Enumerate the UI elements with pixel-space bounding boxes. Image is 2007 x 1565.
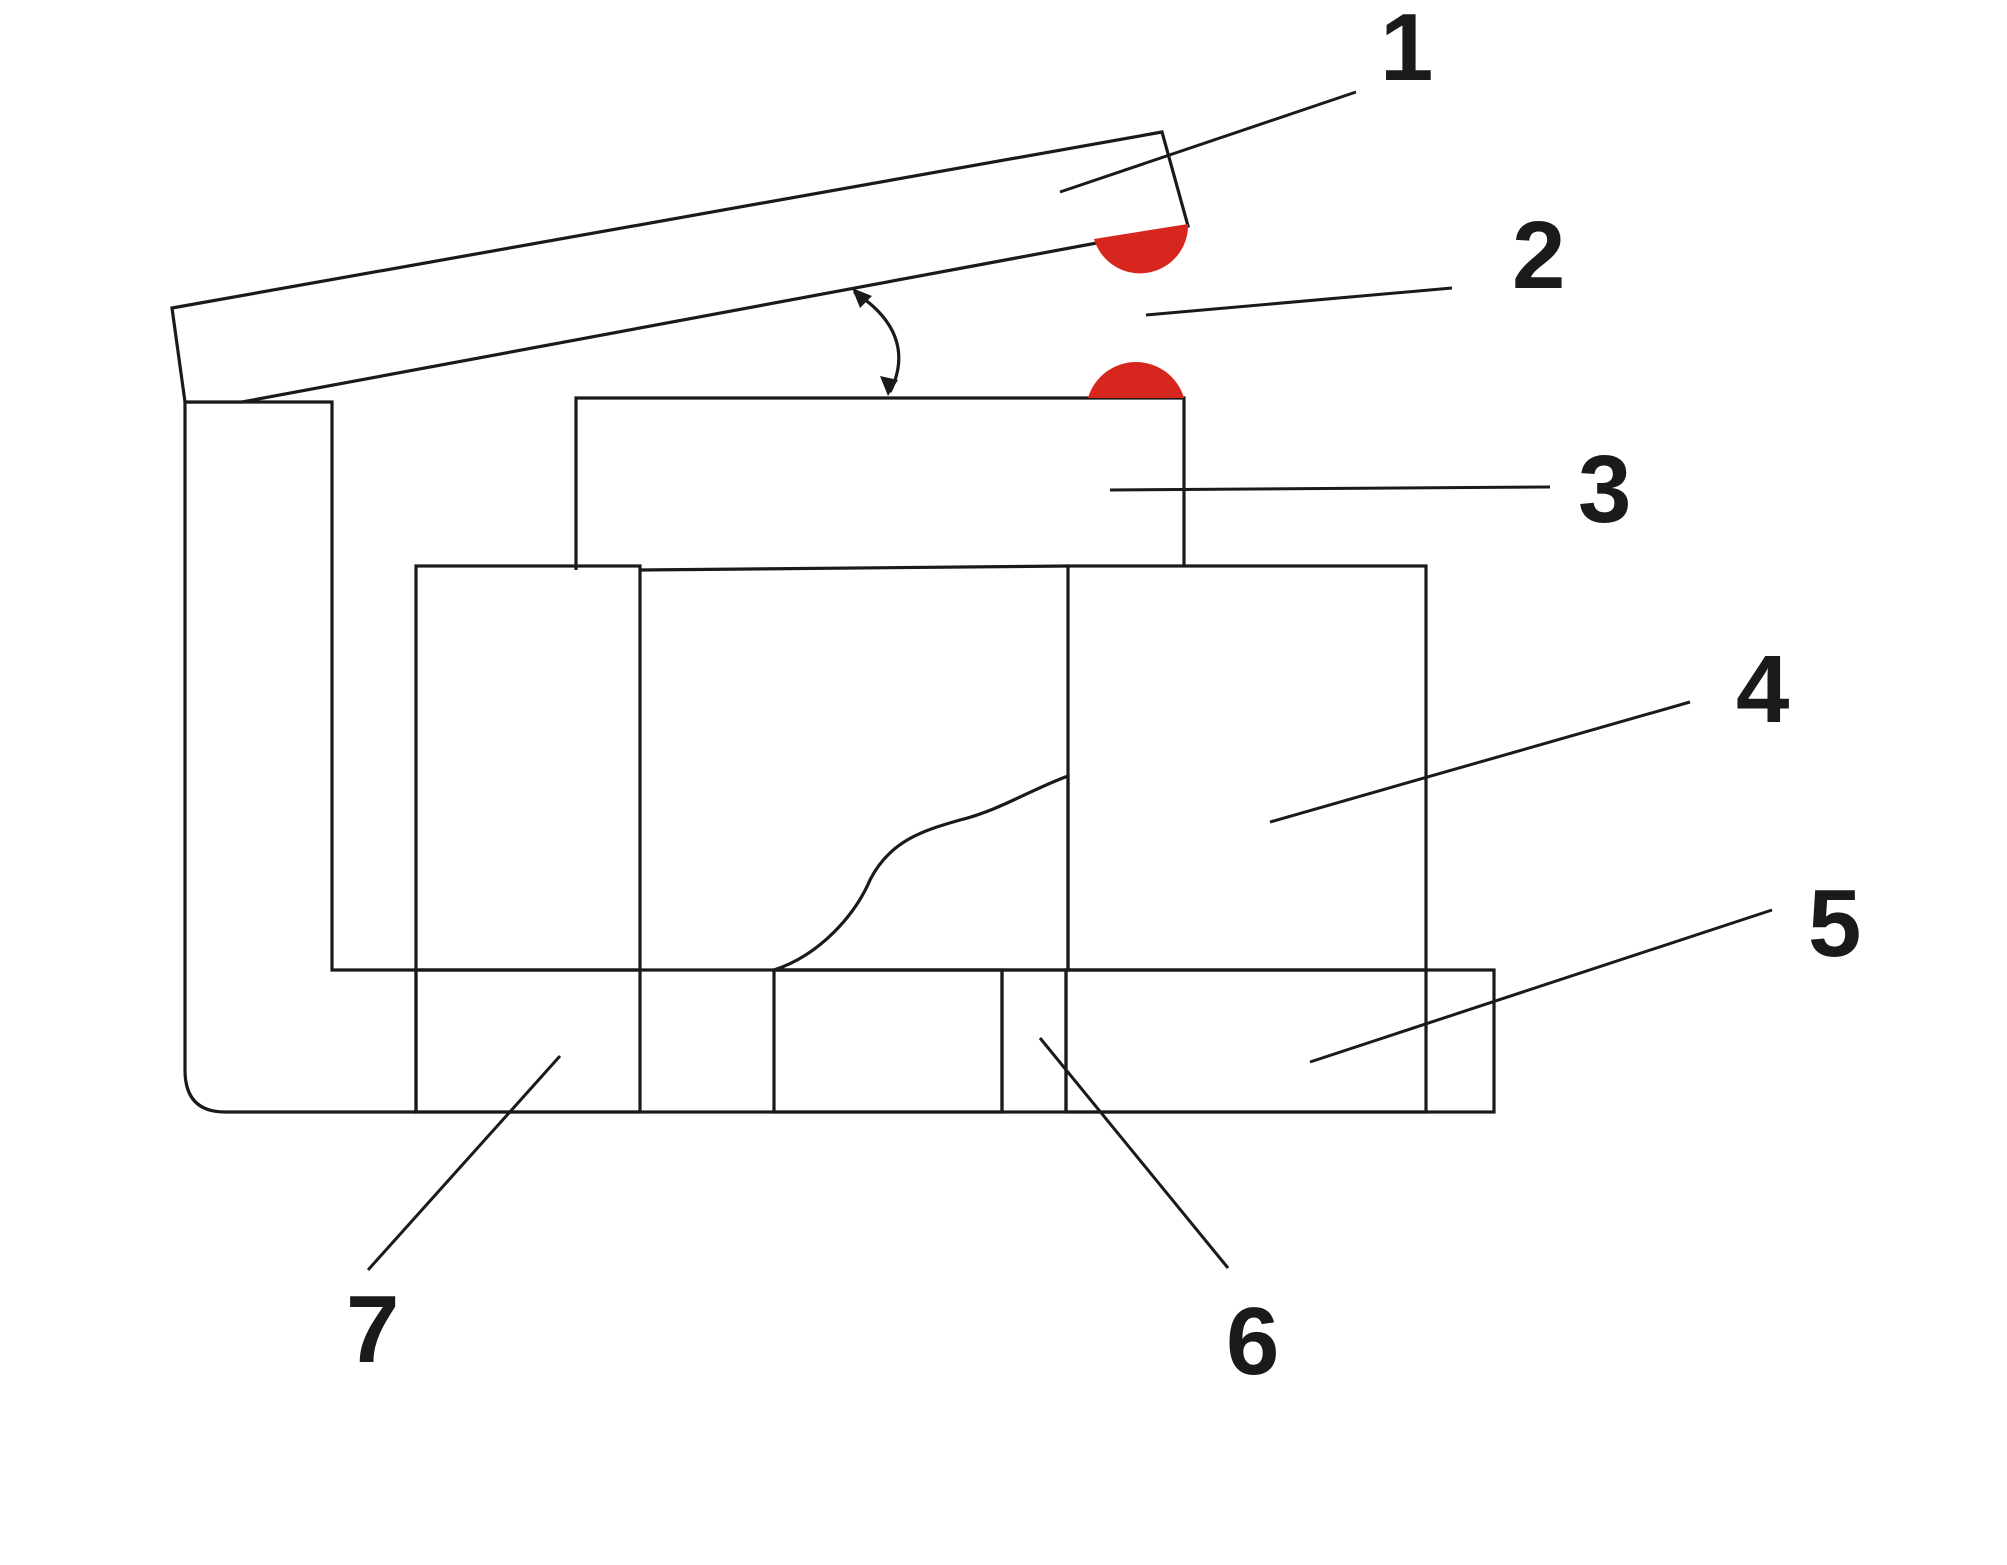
yoke-frame (183, 400, 416, 1114)
leader-5 (1309, 908, 1773, 1064)
core (574, 396, 1186, 570)
leader-lines (366, 90, 1773, 1272)
leader-4 (1269, 700, 1691, 824)
label-1: 1 (1380, 0, 1433, 101)
leader-2 (1145, 286, 1453, 317)
leader-3 (1109, 485, 1551, 492)
leader-7 (366, 1054, 562, 1272)
coil-block-right (1066, 564, 1428, 972)
armature (170, 130, 1191, 404)
base-plate (414, 968, 1496, 1114)
part-labels: 1 2 3 4 5 6 7 (346, 0, 1861, 1395)
coil-block-left (414, 564, 642, 972)
leader-1 (1059, 90, 1357, 194)
label-6: 6 (1226, 1288, 1279, 1395)
label-2: 2 (1512, 202, 1565, 309)
label-3: 3 (1578, 436, 1631, 543)
label-4: 4 (1736, 636, 1789, 743)
upper-contact (1094, 224, 1189, 274)
winding-cutaway (773, 773, 1070, 972)
air-gap-arrow (852, 288, 901, 396)
lower-contact (1088, 362, 1184, 398)
label-5: 5 (1808, 870, 1861, 977)
leader-6 (1038, 1037, 1230, 1269)
label-7: 7 (346, 1276, 399, 1383)
base-block-middle (772, 968, 1004, 1114)
